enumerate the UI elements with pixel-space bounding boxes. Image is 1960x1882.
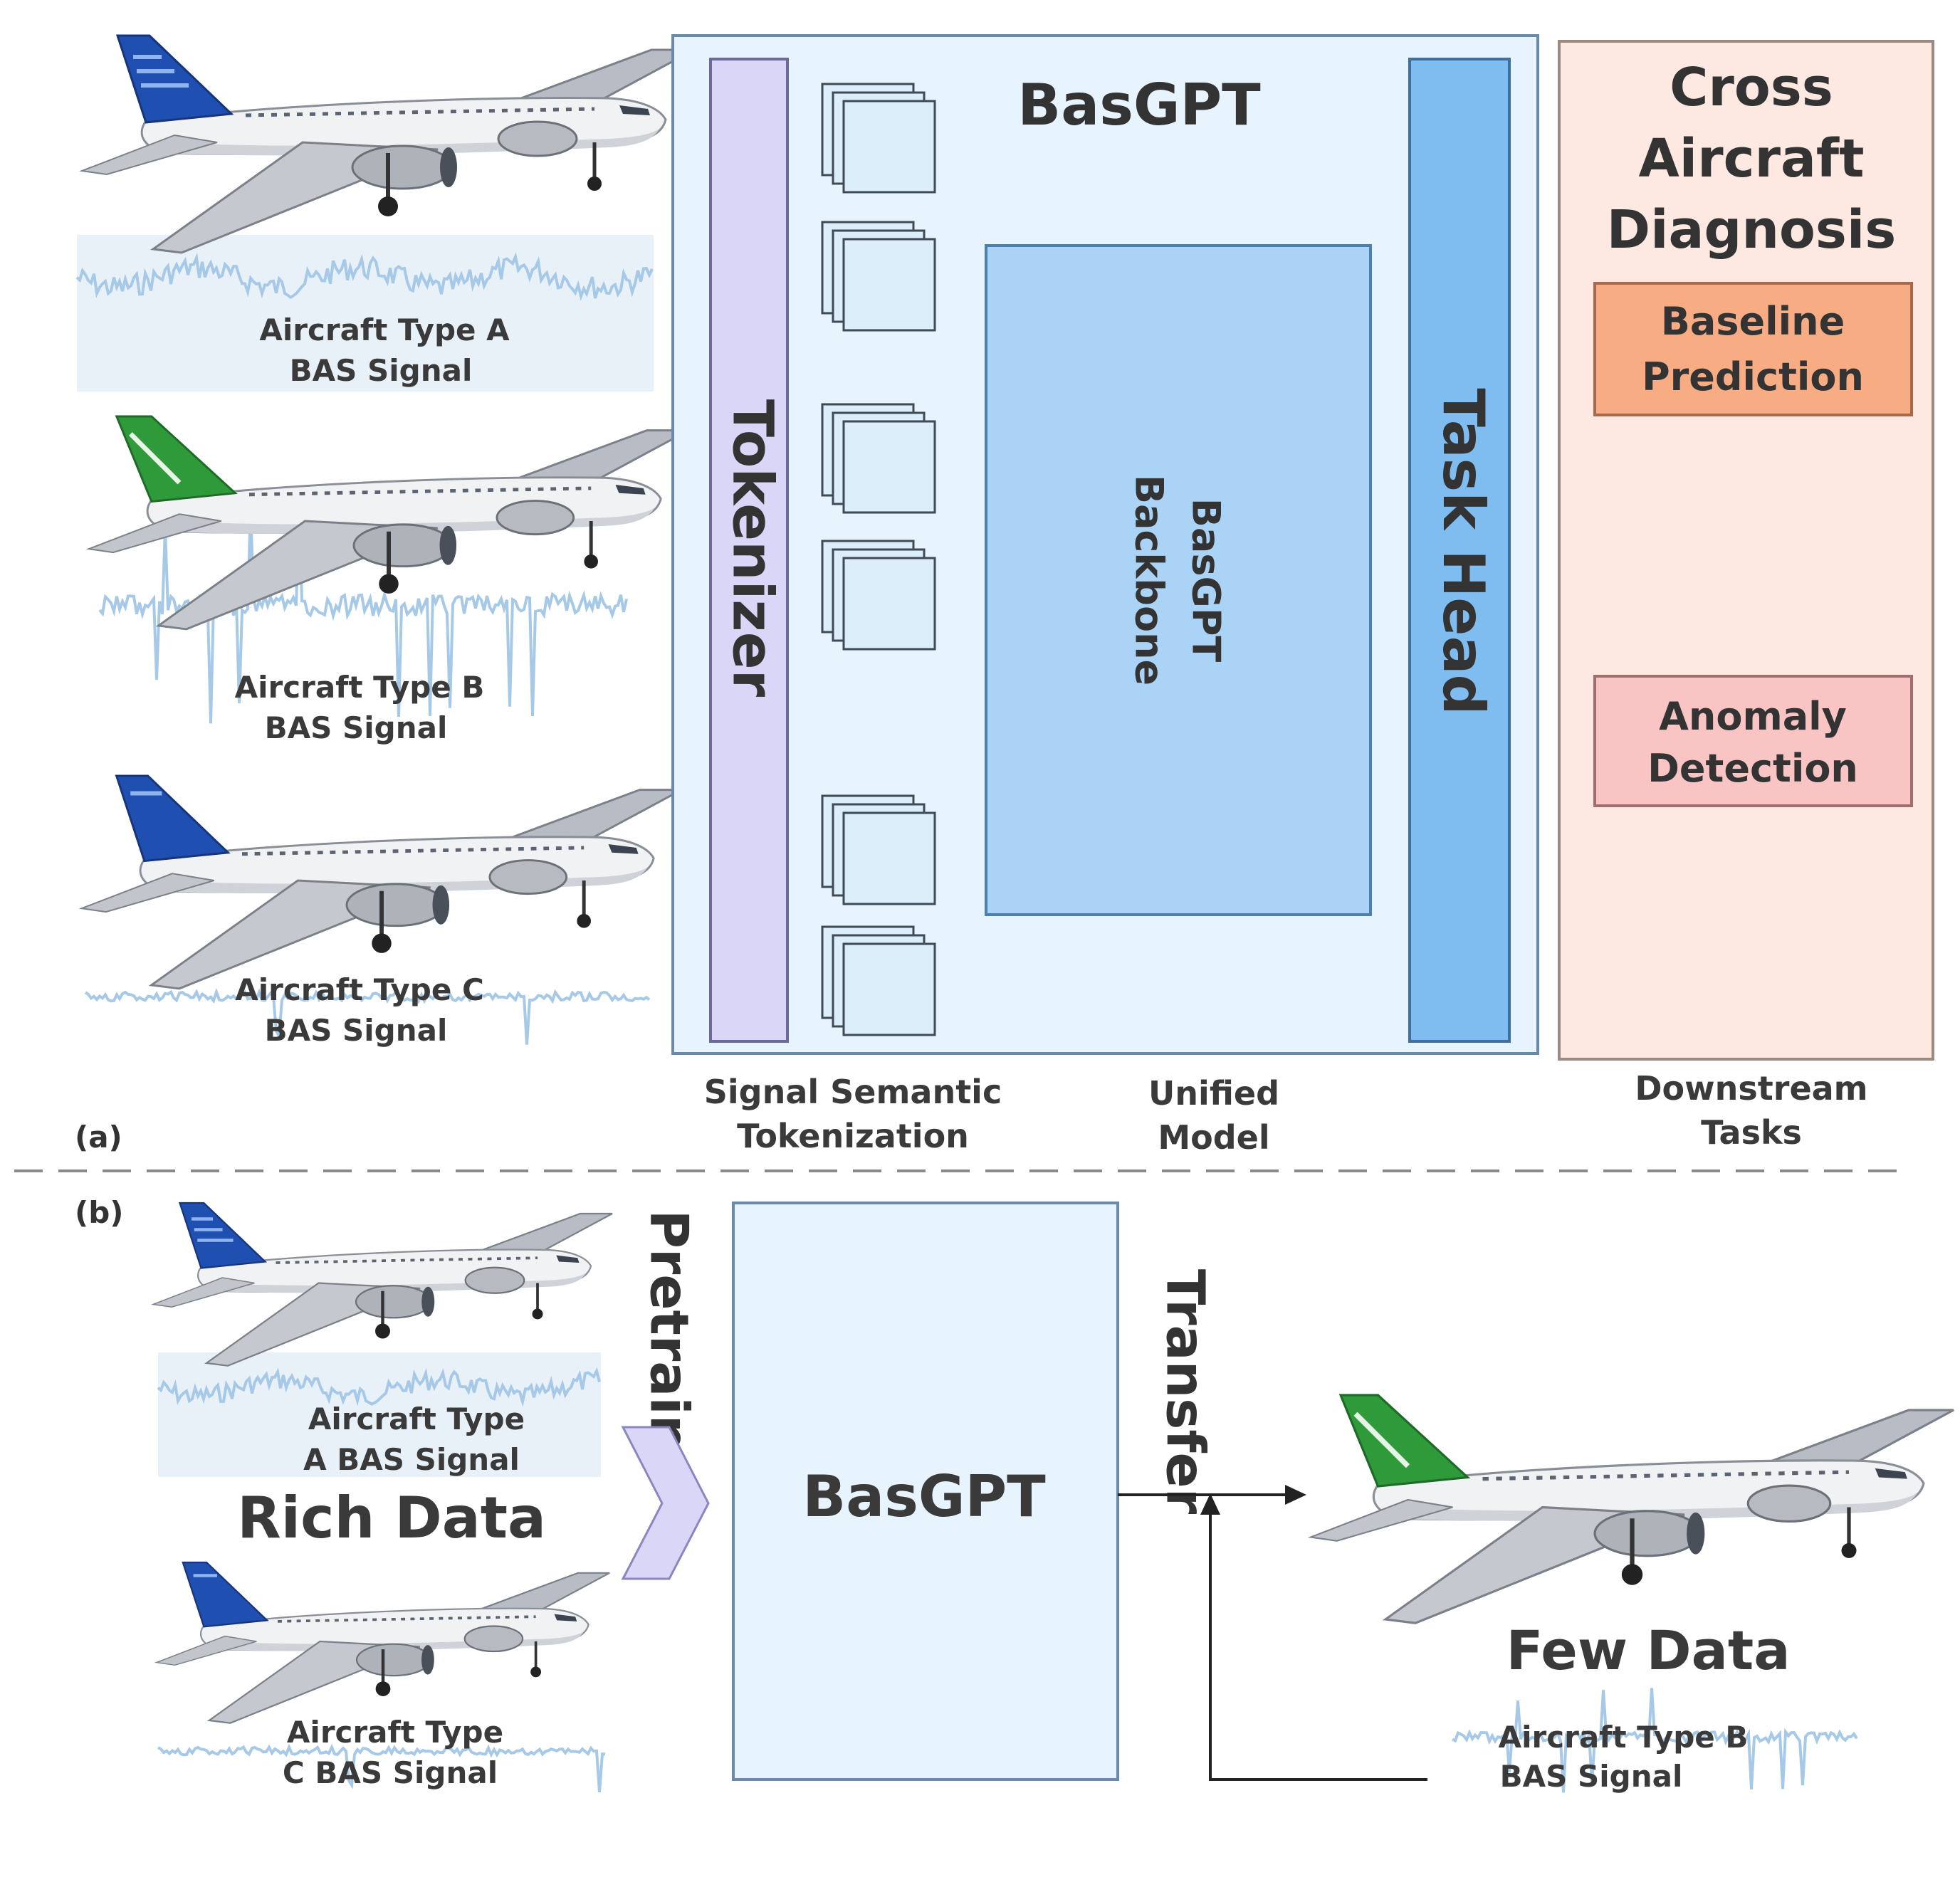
baseline-label-line2: Prediction — [1642, 354, 1864, 399]
downstream-container — [1558, 40, 1934, 1061]
signal-c-waveform — [84, 987, 651, 1045]
token-card — [842, 942, 936, 1036]
token-stack — [821, 925, 936, 1036]
task-head-block — [1408, 58, 1511, 1043]
rich-data-source-a: Aircraft Type A BAS Signal — [153, 1203, 612, 1477]
rich-data-label: Rich Data — [237, 1485, 546, 1551]
basgpt-unified-model: BasGPT Tokenizer BasGPT Backbone Task He… — [671, 34, 1539, 1055]
panel-b-tag: (b) — [75, 1195, 123, 1230]
feedback-arrowhead-icon — [1200, 1493, 1220, 1515]
signal-b-a-background — [158, 1352, 601, 1477]
aircraft-c-image — [82, 776, 682, 989]
panel-a-tag: (a) — [75, 1120, 122, 1155]
rich-data-source-c: Aircraft Type C BAS Signal — [157, 1562, 609, 1793]
rich-aircraft-c-line1: Aircraft Type — [287, 1715, 503, 1750]
pretrain-label: Pretrain — [638, 1210, 699, 1453]
backbone-block — [985, 244, 1372, 916]
signal-a-background — [77, 235, 654, 391]
rich-aircraft-a-image — [153, 1203, 612, 1366]
rich-aircraft-c-line2: C BAS Signal — [283, 1755, 498, 1790]
token-stack — [821, 540, 936, 651]
aircraft-a-label-line2: BAS Signal — [290, 353, 473, 388]
target-aircraft-image — [1311, 1395, 1954, 1623]
aircraft-type-b-panel: Aircraft Type B BAS Signal — [89, 416, 689, 745]
aircraft-a-image — [82, 36, 694, 253]
caption-model-line2: Model — [1158, 1118, 1269, 1157]
downstream-title-line3: Diagnosis — [1607, 199, 1897, 261]
aircraft-type-c-panel: Aircraft Type C BAS Signal — [82, 776, 682, 1048]
token-card — [842, 238, 936, 332]
target-aircraft-line1: Aircraft Type B — [1499, 1720, 1749, 1755]
rich-aircraft-a-line1: Aircraft Type — [308, 1402, 525, 1436]
model-title: BasGPT — [1017, 72, 1261, 138]
token-card — [842, 811, 936, 905]
tokenizer-block — [709, 58, 789, 1043]
target-aircraft-line2: BAS Signal — [1500, 1759, 1683, 1794]
aircraft-type-a-panel: Aircraft Type A BAS Signal — [75, 36, 694, 391]
downstream-title-line2: Aircraft — [1639, 128, 1865, 189]
token-stack-group — [821, 83, 936, 1036]
aircraft-c-label-line1: Aircraft Type C — [235, 972, 484, 1007]
aircraft-c-label-line2: BAS Signal — [265, 1013, 448, 1048]
token-stack — [821, 83, 936, 194]
baseline-label-line1: Baseline — [1661, 299, 1845, 344]
basgpt-model-label: BasGPT — [802, 1463, 1046, 1530]
aircraft-b-label-line2: BAS Signal — [265, 710, 448, 745]
aircraft-b-image — [89, 416, 689, 629]
few-data-label: Few Data — [1506, 1619, 1790, 1682]
signal-a-waveform — [75, 252, 654, 301]
token-card — [842, 100, 936, 194]
token-stack — [821, 794, 936, 905]
rich-aircraft-a-line2: A BAS Signal — [303, 1442, 520, 1477]
caption-tokenization-line2: Tokenization — [737, 1117, 969, 1155]
signal-b-waveform — [98, 501, 628, 724]
target-signal-waveform — [1452, 1688, 1858, 1793]
aircraft-a-label-line1: Aircraft Type A — [259, 312, 510, 347]
aircraft-b-label-line1: Aircraft Type B — [235, 670, 485, 705]
token-stack — [821, 221, 936, 332]
transfer-arrowhead-icon — [1285, 1485, 1306, 1505]
anomaly-label-line1: Anomaly — [1659, 694, 1847, 739]
downstream-title-line1: Cross — [1670, 57, 1833, 118]
caption-tokenization-line1: Signal Semantic — [704, 1073, 1002, 1111]
token-card — [842, 420, 936, 514]
caption-model-line1: Unified — [1148, 1074, 1279, 1113]
anomaly-detection-box — [1593, 675, 1913, 807]
target-aircraft-b: Few Data Aircraft Type B BAS Signal — [1311, 1395, 1954, 1794]
backbone-label-line1: BasGPT — [1183, 498, 1228, 663]
backbone-label-line2: Backbone — [1126, 475, 1171, 685]
caption-tasks-line1: Downstream — [1635, 1069, 1867, 1108]
feedback-line — [1209, 1513, 1427, 1781]
tokenizer-label: Tokenizer — [720, 399, 785, 698]
rich-aircraft-c-image — [157, 1562, 609, 1723]
task-head-label: Task Head — [1430, 388, 1497, 715]
pretrain-arrow-icon — [621, 1426, 710, 1580]
baseline-prediction-box — [1593, 282, 1913, 416]
transfer-label: Transfer — [1154, 1269, 1215, 1515]
basgpt-model-box — [732, 1202, 1119, 1781]
caption-tasks-line2: Tasks — [1701, 1113, 1802, 1152]
token-stack — [821, 403, 936, 514]
signal-b-a-waveform — [157, 1367, 601, 1408]
anomaly-label-line2: Detection — [1647, 746, 1858, 791]
signal-b-c-waveform — [157, 1743, 606, 1793]
token-card — [842, 557, 936, 651]
downstream-tasks-panel: Cross Aircraft Diagnosis Baseline Predic… — [1558, 40, 1934, 1061]
